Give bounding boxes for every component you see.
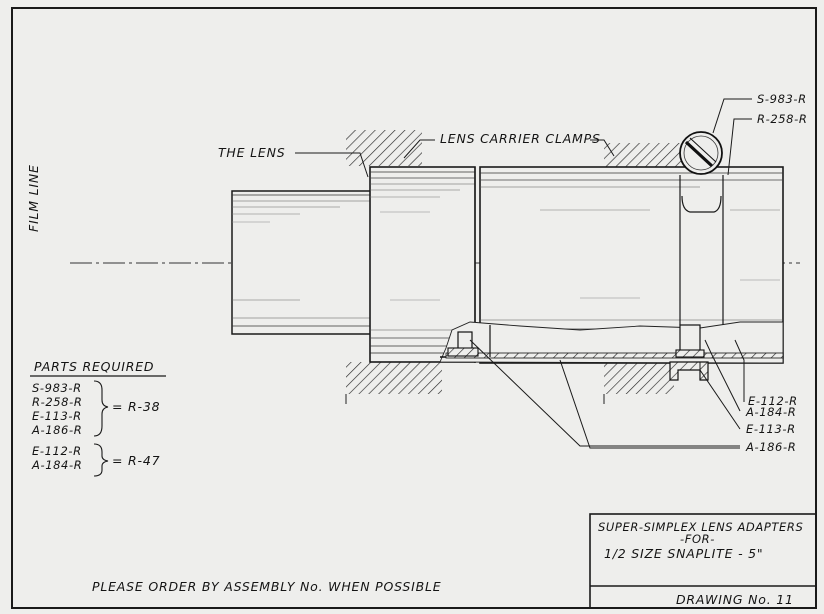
assembly-r38: = R-38 [112, 399, 160, 414]
the-lens-label: THE LENS [218, 145, 285, 160]
callout-a186r: A-186-R [745, 440, 796, 454]
title-line-3: 1/2 SIZE SNAPLITE - 5" [604, 546, 763, 561]
drawing-number: DRAWING No. 11 [676, 592, 794, 607]
parts-item: S-983-R [32, 381, 82, 395]
clamp-block-bottom-left [346, 362, 442, 394]
lens-carrier-clamps [345, 130, 686, 404]
callout-r258r: R-258-R [757, 112, 807, 126]
clamp-screw-icon [679, 131, 723, 175]
sheet-border [11, 7, 817, 609]
callout-e112r: E-112-R [748, 394, 798, 408]
leader-lines [295, 98, 752, 449]
clamp-block-top-right [604, 143, 686, 167]
parts-brace-2 [93, 443, 109, 477]
parts-required-list: PARTS REQUIRED S-983-R R-258-R E-113-R A… [30, 359, 166, 477]
inner-bushing-left [447, 325, 491, 357]
callout-a184r: A-184-R [745, 405, 796, 419]
clamp-block-bottom-right [604, 362, 674, 394]
order-note: PLEASE ORDER BY ASSEMBLY No. WHEN POSSIB… [92, 579, 442, 594]
lens-carrier-clamps-label: LENS CARRIER CLAMPS [440, 131, 601, 146]
clamp-block-top-left [346, 130, 422, 166]
callout-e113r: E-113-R [746, 422, 796, 436]
parts-item: A-184-R [31, 458, 82, 472]
title-block: SUPER-SIMPLEX LENS ADAPTERS -FOR- 1/2 SI… [589, 513, 817, 609]
callout-s983r: S-983-R [757, 92, 807, 106]
lens-barrel [231, 190, 373, 335]
parts-heading: PARTS REQUIRED [34, 359, 154, 374]
parts-item: E-112-R [32, 444, 82, 458]
parts-item: A-186-R [31, 423, 82, 437]
inner-bushing-right [669, 324, 709, 381]
title-line-1: SUPER-SIMPLEX LENS ADAPTERS [598, 520, 803, 534]
parts-brace-1 [93, 380, 109, 437]
adapter-tube [439, 166, 784, 364]
film-line-label: FILM LINE [26, 164, 41, 232]
parts-item: R-258-R [32, 395, 82, 409]
title-line-2: -FOR- [680, 532, 715, 546]
assembly-r47: = R-47 [112, 453, 160, 468]
screw-channel [679, 175, 724, 325]
parts-item: E-113-R [32, 409, 82, 423]
